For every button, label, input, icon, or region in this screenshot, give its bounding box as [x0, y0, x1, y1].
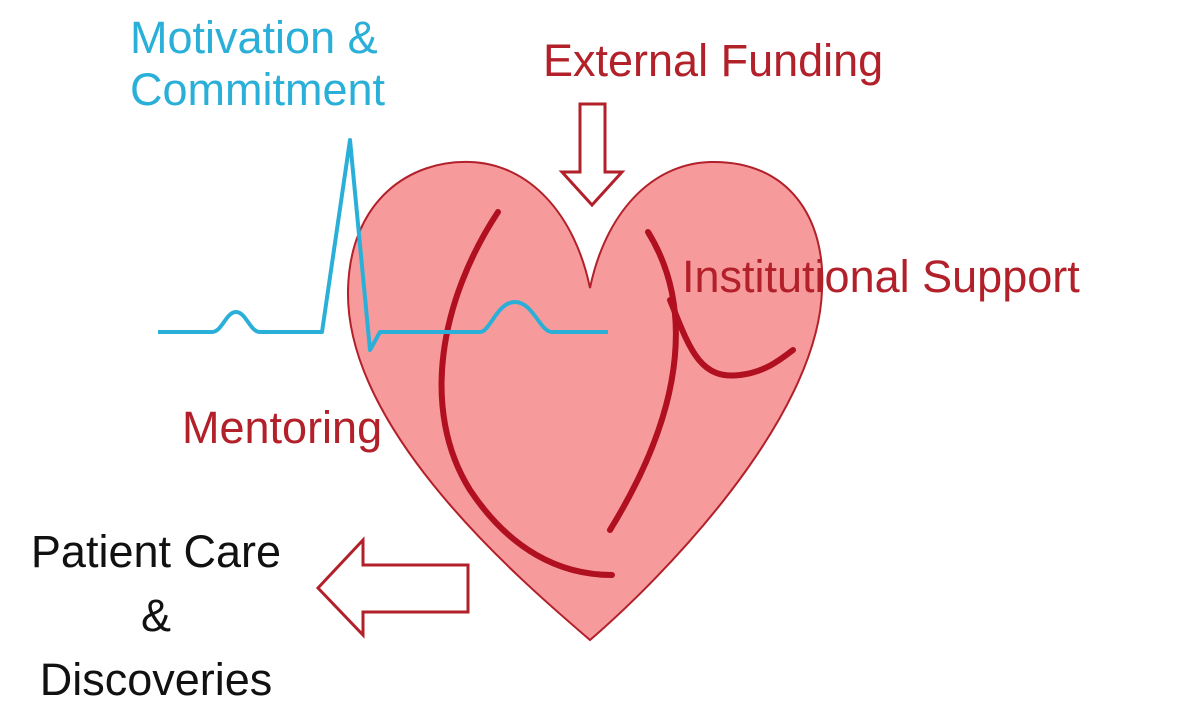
- patient-care-line-2: &: [140, 590, 171, 641]
- heart-icon: [346, 160, 824, 642]
- motivation-line-1: Motivation &: [130, 12, 378, 63]
- heartbeat-icon: [158, 138, 608, 352]
- arrow-down-icon: [558, 102, 626, 208]
- right-artery-branch: [667, 297, 796, 379]
- motivation-commitment-label: Motivation & Commitment: [130, 12, 385, 116]
- patient-care-line-1: Patient Care: [30, 526, 282, 577]
- arrow-left-icon: [315, 536, 470, 639]
- mentoring-label: Mentoring: [182, 402, 383, 453]
- patient-care-discoveries-label: Patient Care & Discoveries: [6, 520, 306, 707]
- left-artery-line: [438, 209, 615, 578]
- external-funding-label: External Funding: [543, 35, 884, 86]
- institutional-support-label: Institutional Support: [682, 251, 1080, 302]
- motivation-line-2: Commitment: [130, 64, 386, 115]
- center-artery-line: [607, 229, 679, 533]
- patient-care-line-3: Discoveries: [39, 654, 273, 705]
